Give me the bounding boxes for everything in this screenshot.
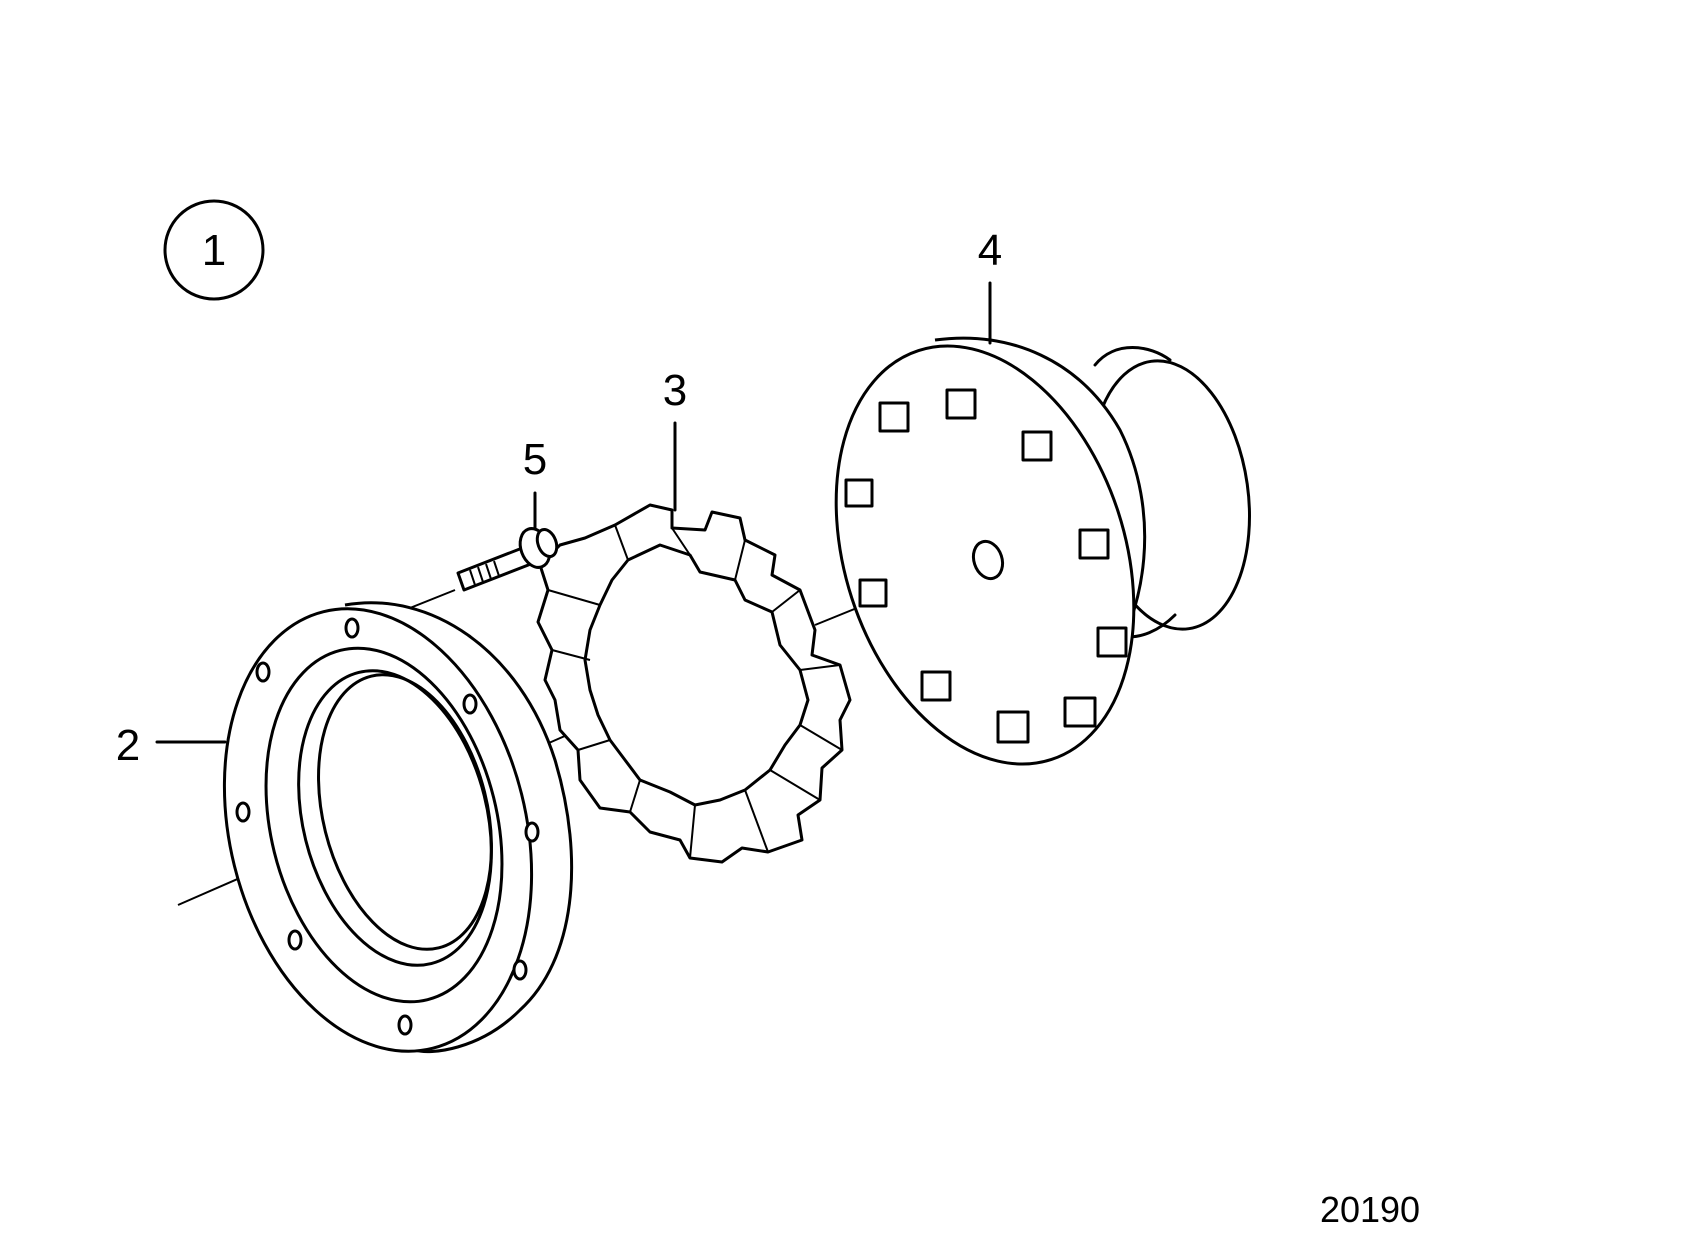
callout-4: 4 (978, 226, 1002, 275)
callout-2: 2 (116, 721, 140, 770)
view-number: 1 (202, 226, 226, 275)
callout-3: 3 (663, 366, 687, 415)
rubber-coupling-element-icon (536, 503, 852, 864)
callout-leaders (155, 281, 992, 744)
figure-reference-number: 20190 (1320, 1189, 1420, 1230)
view-number-badge: 1 (163, 199, 265, 301)
callout-5: 5 (523, 435, 547, 484)
bolt-icon (456, 527, 559, 592)
flange-housing-icon (222, 601, 574, 1054)
coupling-hub-with-dogs-icon (834, 336, 1251, 766)
